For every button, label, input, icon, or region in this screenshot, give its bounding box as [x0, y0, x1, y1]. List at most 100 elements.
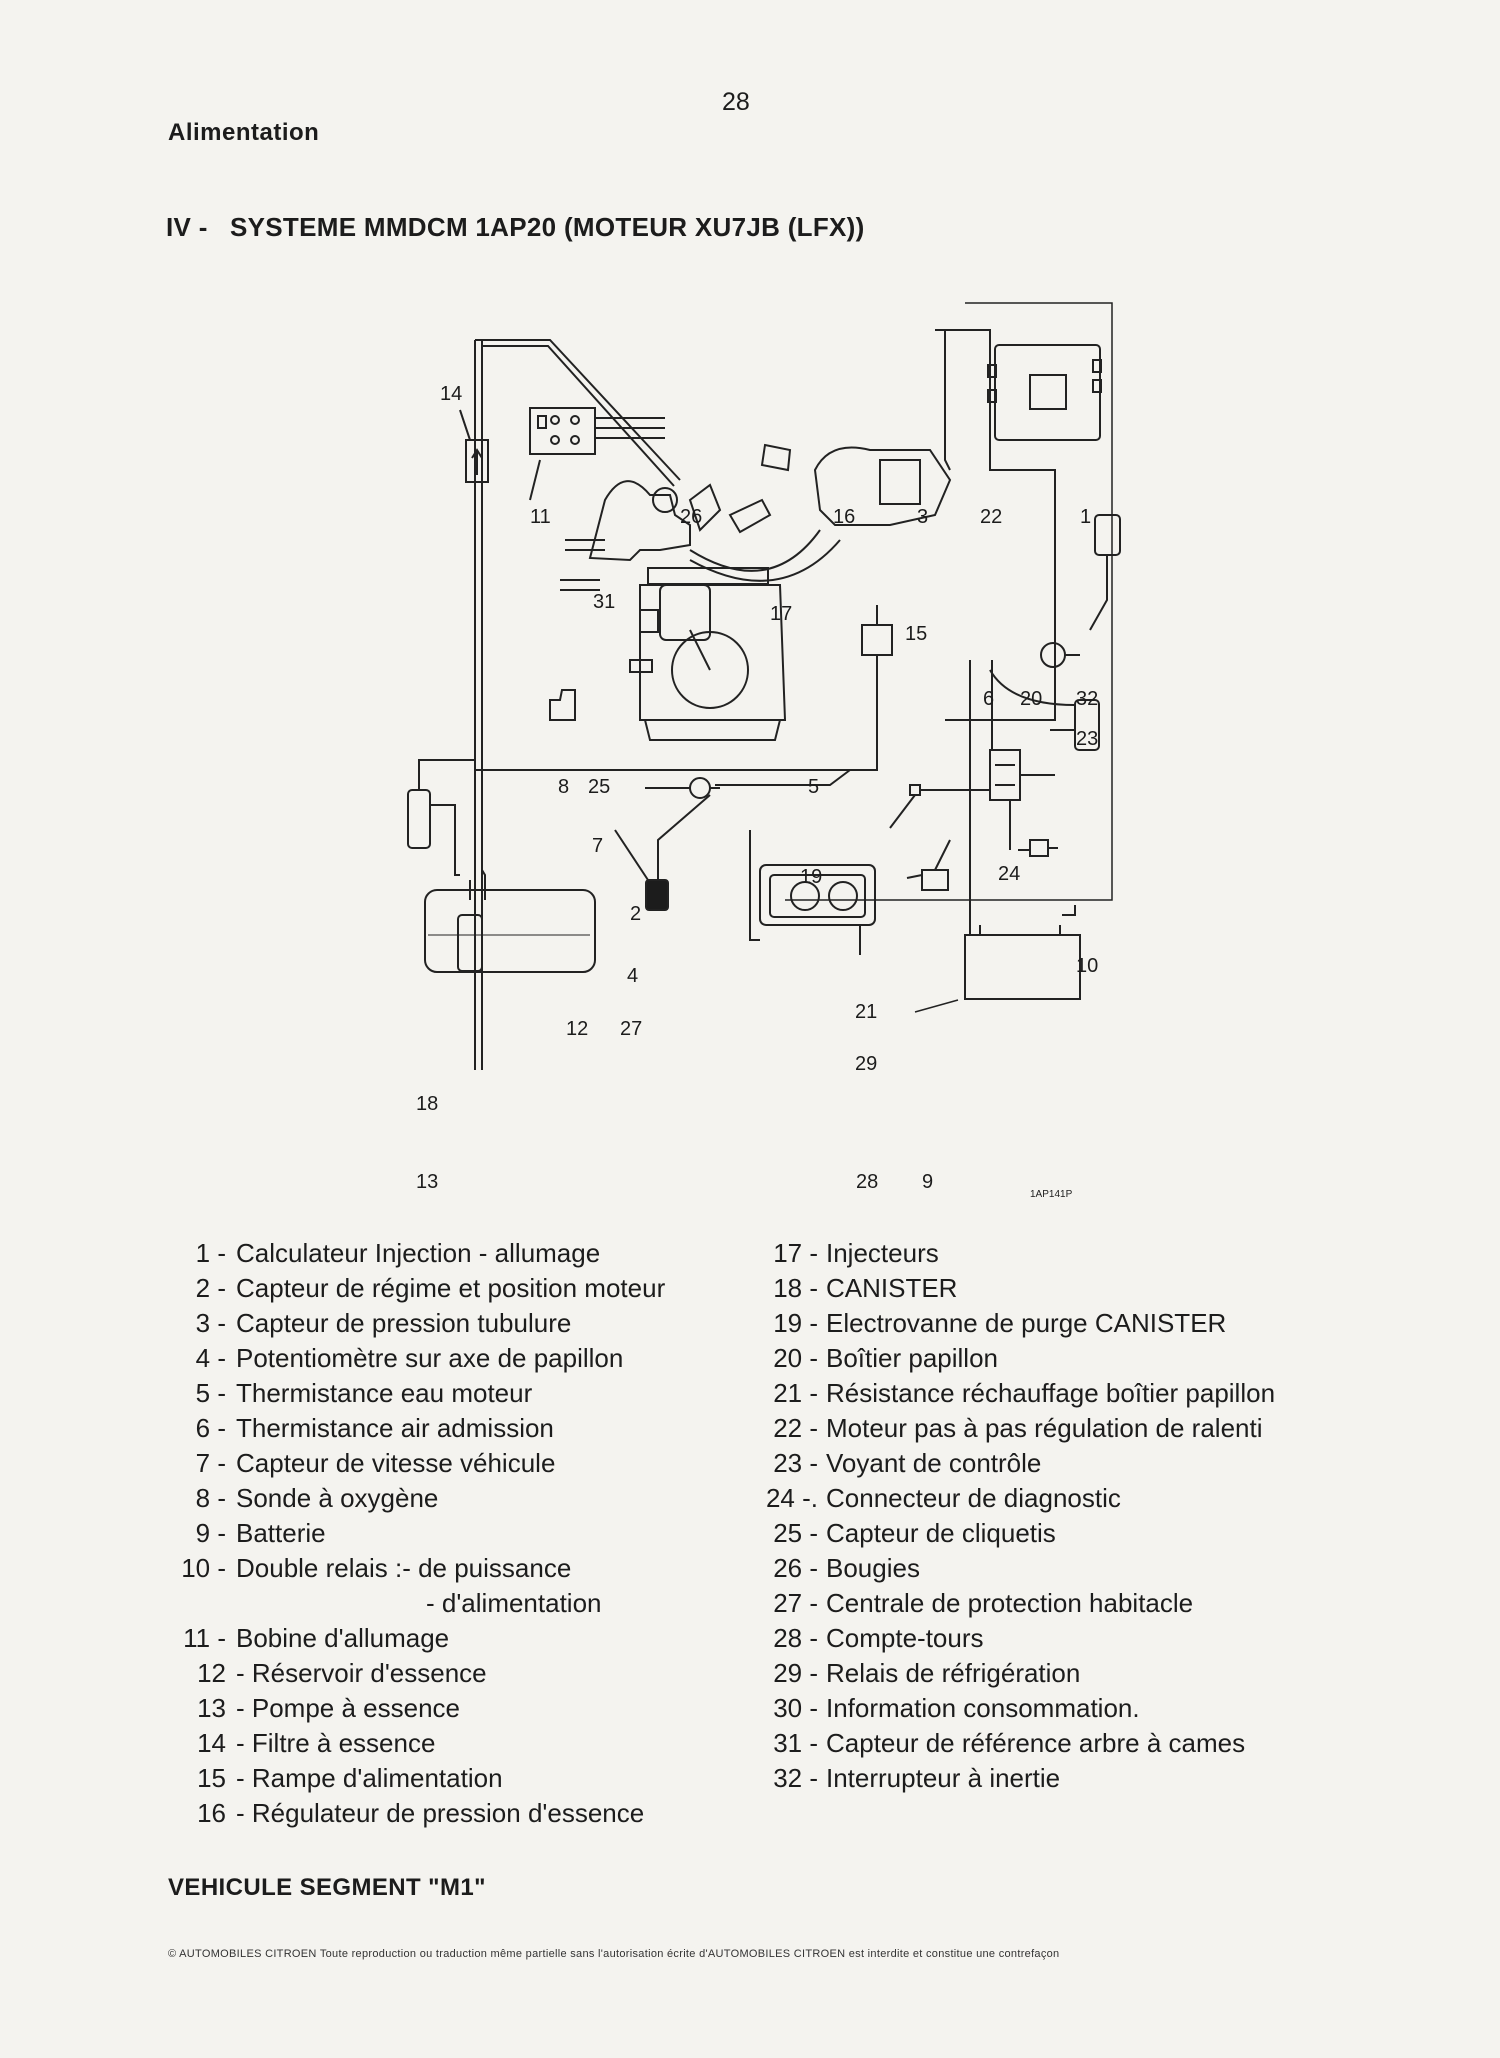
legend-text: Injecteurs	[826, 1238, 939, 1268]
legend-text: - d'alimentation	[426, 1588, 602, 1618]
legend-number: 20 -	[773, 1343, 818, 1373]
callout-31: 31	[593, 591, 615, 613]
legend-number: 14	[197, 1728, 226, 1758]
callout-28: 28	[856, 1171, 878, 1193]
legend-number: 7 -	[195, 1448, 226, 1478]
legend-text: - Réservoir d'essence	[236, 1658, 487, 1688]
legend-text: CANISTER	[826, 1273, 958, 1303]
legend-number: 27 -	[773, 1588, 818, 1618]
legend-text: - Filtre à essence	[236, 1728, 436, 1758]
callout-15: 15	[905, 623, 927, 645]
legend-number: 28 -	[773, 1623, 818, 1653]
legend-text: Capteur de référence arbre à cames	[826, 1728, 1246, 1758]
heading-number: IV -	[166, 212, 208, 242]
fuel-system-diagram: 14 11 26 16 3 22 1 31 17 15 6 20 32 23 8…	[407, 302, 1121, 1200]
legend-text: Sonde à oxygène	[236, 1483, 439, 1513]
callout-24: 24	[998, 863, 1020, 885]
callout-5: 5	[808, 776, 819, 798]
vehicle-segment: VEHICULE SEGMENT "M1"	[168, 1874, 486, 1901]
legend-text: Compte-tours	[826, 1623, 984, 1653]
legend-number: 16	[197, 1798, 226, 1828]
callout-9: 9	[922, 1171, 933, 1193]
callout-11: 11	[530, 506, 551, 528]
legend-text: - Rampe d'alimentation	[236, 1763, 503, 1793]
legend-number: 23 -	[773, 1448, 818, 1478]
callout-23: 23	[1076, 728, 1098, 750]
callout-22: 22	[980, 506, 1002, 528]
legend-text: Relais de réfrigération	[826, 1658, 1081, 1688]
legend-number: 26 -	[773, 1553, 818, 1583]
callout-21: 21	[855, 1001, 877, 1023]
callout-29: 29	[855, 1053, 877, 1075]
callout-12: 12	[566, 1018, 588, 1040]
legend-text: Interrupteur à inertie	[826, 1763, 1061, 1793]
legend-number: 3 -	[195, 1308, 226, 1338]
page-number: 28	[722, 88, 750, 116]
callout-10: 10	[1076, 955, 1098, 977]
legend-number: 10 -	[181, 1553, 226, 1583]
callout-16: 16	[833, 506, 855, 528]
legend-number: 17 -	[773, 1238, 818, 1268]
callout-6: 6	[983, 688, 994, 710]
legend-number: 12	[197, 1658, 226, 1688]
diagram-callouts: 14 11 26 16 3 22 1 31 17 15 6 20 32 23 8…	[416, 383, 1098, 1200]
callout-20: 20	[1020, 688, 1042, 710]
legend-text: Information consommation.	[826, 1693, 1140, 1723]
callout-26: 26	[680, 506, 702, 528]
callout-25: 25	[588, 776, 610, 798]
callout-14: 14	[440, 383, 462, 405]
legend-text: Capteur de régime et position moteur	[236, 1273, 666, 1303]
callout-1: 1	[1080, 506, 1091, 528]
legend-number: 13	[197, 1693, 226, 1723]
legend-text: Résistance réchauffage boîtier papillon	[826, 1378, 1276, 1408]
legend-number: 22 -	[773, 1413, 818, 1443]
legend-number: 11 -	[183, 1623, 226, 1653]
section-title: Alimentation	[168, 119, 320, 146]
callout-32: 32	[1076, 688, 1098, 710]
callout-19: 19	[800, 866, 822, 888]
legend-number: 15	[197, 1763, 226, 1793]
legend-text: Connecteur de diagnostic	[826, 1483, 1121, 1513]
legend-number: 25 -	[773, 1518, 818, 1548]
legend-number: 30 -	[773, 1693, 818, 1723]
callout-3: 3	[917, 506, 928, 528]
legend-text: Calculateur Injection - allumage	[236, 1238, 601, 1268]
legend-number: 8 -	[195, 1483, 226, 1513]
legend-text: Capteur de vitesse véhicule	[236, 1448, 556, 1478]
callout-18: 18	[416, 1093, 438, 1115]
legend-text: - Régulateur de pression d'essence	[236, 1798, 645, 1828]
legend-number: 19 -	[773, 1308, 818, 1338]
legend-text: Potentiomètre sur axe de papillon	[236, 1343, 624, 1373]
legend-number: 2 -	[195, 1273, 226, 1303]
legend-number: 32 -	[773, 1763, 818, 1793]
legend-text: Capteur de cliquetis	[826, 1518, 1056, 1548]
legend-text: Thermistance eau moteur	[236, 1378, 533, 1408]
legend-text: Bobine d'allumage	[236, 1623, 450, 1653]
callout-7: 7	[592, 835, 603, 857]
legend-text: Thermistance air admission	[236, 1413, 554, 1443]
callout-13: 13	[416, 1171, 438, 1193]
legend-number: 9 -	[195, 1518, 226, 1548]
callout-4: 4	[627, 965, 638, 987]
legend-number: 18 -	[773, 1273, 818, 1303]
copyright-footer: © AUTOMOBILES CITROEN Toute reproduction…	[168, 1948, 1060, 1960]
legend-number: 5 -	[195, 1378, 226, 1408]
legend-number: 6 -	[195, 1413, 226, 1443]
callout-27: 27	[620, 1018, 642, 1040]
legend-number: 31 -	[773, 1728, 818, 1758]
legend-text: Batterie	[236, 1518, 326, 1548]
diagram-ref-code: 1AP141P	[1030, 1189, 1073, 1200]
legend-text: Moteur pas à pas régulation de ralenti	[826, 1413, 1263, 1443]
callout-2: 2	[630, 903, 641, 925]
legend-text: Double relais :- de puissance	[236, 1553, 572, 1583]
legend-number: 21 -	[773, 1378, 818, 1408]
callout-8: 8	[558, 776, 569, 798]
legend-text: Capteur de pression tubulure	[236, 1308, 572, 1338]
legend-number: 1 -	[195, 1238, 226, 1268]
page-heading: IV -SYSTEME MMDCM 1AP20 (MOTEUR XU7JB (L…	[166, 212, 865, 243]
legend-number: 29 -	[773, 1658, 818, 1688]
legend-text: Centrale de protection habitacle	[826, 1588, 1194, 1618]
legend-number: 4 -	[195, 1343, 226, 1373]
legend-number: 24 -.	[765, 1483, 818, 1513]
legend-text: - Pompe à essence	[236, 1693, 461, 1723]
